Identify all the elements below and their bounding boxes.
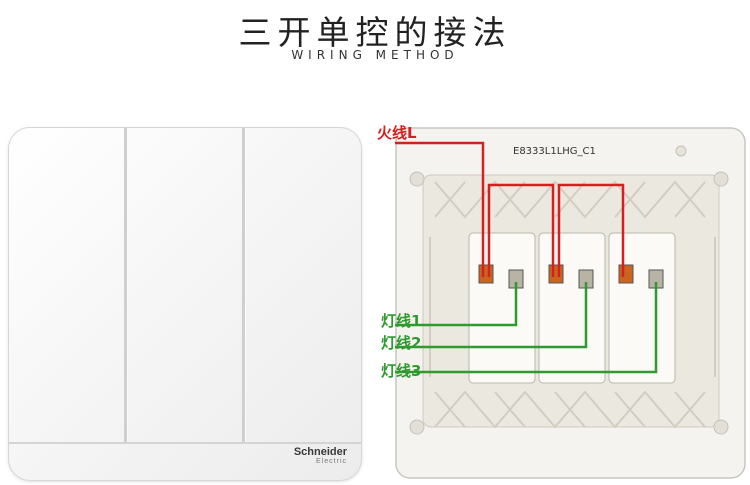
- lamp-wire-3-label: 灯线3: [381, 362, 422, 380]
- live-wire-label: 火线L: [377, 124, 417, 142]
- page-title: 三开单控的接法: [238, 13, 512, 52]
- lamp-wire-2-label: 灯线2: [381, 334, 422, 352]
- switch-back-panel: E8333L1LHG_C1: [395, 127, 746, 479]
- brand-name: Schneider: [293, 446, 347, 458]
- key-divider-2: [242, 128, 245, 442]
- brand-sub: Electric: [316, 458, 347, 465]
- lamp-wire-1-label: 灯线1: [381, 312, 422, 330]
- page-subtitle: WIRING METHOD: [291, 48, 459, 62]
- model-code: E8333L1LHG_C1: [513, 146, 596, 157]
- live-wire: [395, 141, 625, 277]
- panel-bottom-edge: [9, 442, 361, 444]
- lamp-wires: [395, 282, 658, 374]
- brand-logo: Schneider Electric: [294, 446, 347, 465]
- switch-front-panel: Schneider Electric: [8, 127, 362, 481]
- key-divider-1: [124, 128, 127, 442]
